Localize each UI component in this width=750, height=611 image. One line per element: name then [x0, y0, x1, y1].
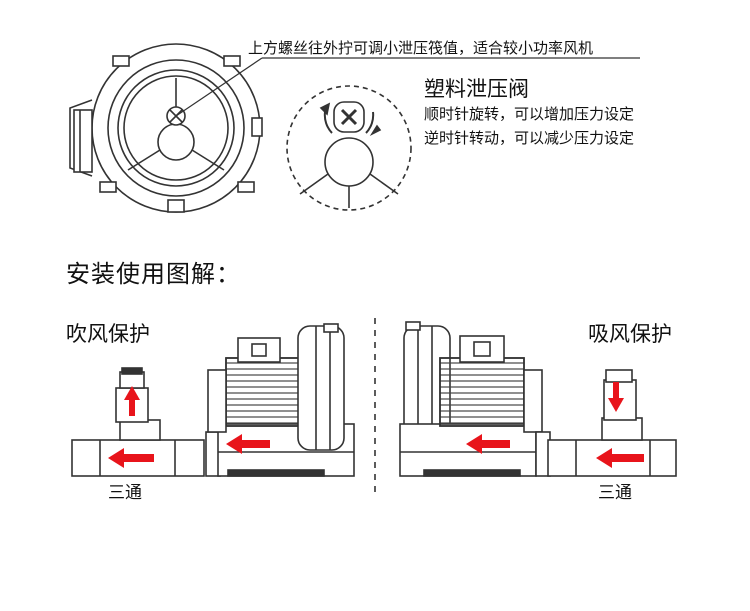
- blower-left-arrow: [226, 434, 270, 454]
- blow-arrow-up: [124, 386, 140, 416]
- blower-right: [399, 321, 551, 477]
- callout-text: 上方螺丝往外拧可调小泄压筏值，适合较小功率风机: [248, 39, 594, 57]
- tee-right-label: 三通: [598, 483, 632, 503]
- blower-right-arrow: [466, 434, 510, 454]
- suction-protection-label: 吸风保护: [588, 322, 672, 346]
- suction-arrow-pipe: [596, 448, 644, 468]
- blower-left: [205, 323, 355, 477]
- valve-counterclockwise-note: 逆时针转动，可以减少压力设定: [424, 129, 635, 147]
- valve-top-view: [69, 43, 263, 213]
- valve-clockwise-note: 顺时针旋转，可以增加压力设定: [424, 105, 635, 123]
- installation-title: 安装使用图解：: [66, 260, 241, 288]
- valve-title: 塑料泄压阀: [424, 77, 529, 101]
- callout-leader: [175, 57, 263, 117]
- valve-knob-zoom: [286, 85, 412, 211]
- blow-arrow-pipe: [108, 448, 154, 468]
- suction-pipe: [547, 369, 677, 477]
- blow-protection-label: 吹风保护: [66, 322, 150, 346]
- suction-arrow-down: [608, 382, 624, 412]
- tee-left-label: 三通: [108, 483, 142, 503]
